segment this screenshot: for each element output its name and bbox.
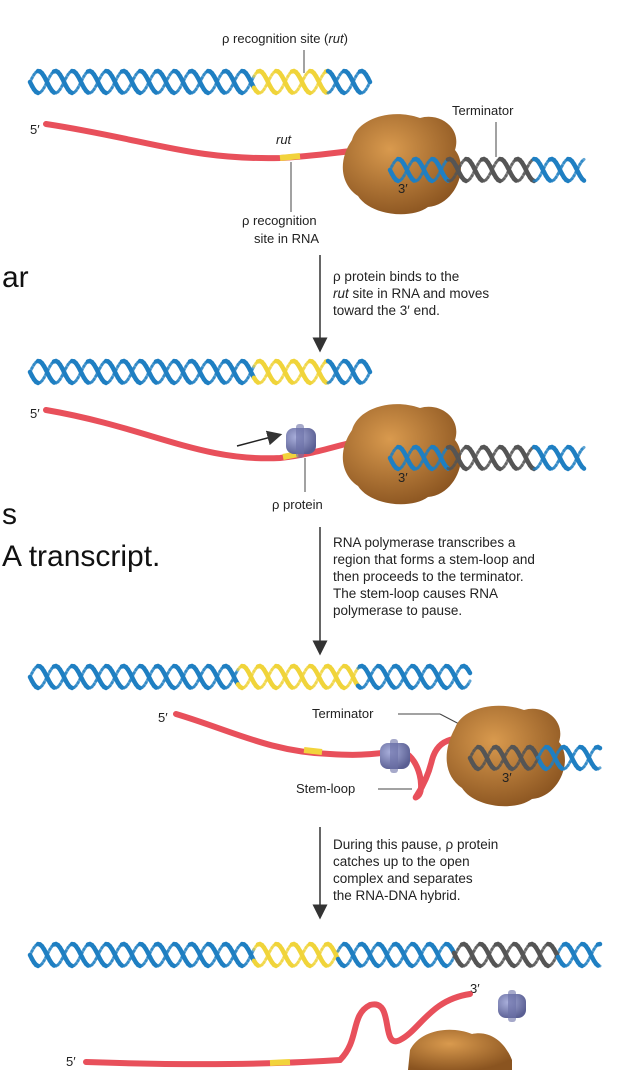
panel-2: 5′ ρ protein 3′ [27,358,587,512]
dna-helix-2 [27,358,373,386]
three-prime-label-4: 3′ [470,981,480,996]
rut-rna-label: rut [276,132,293,147]
terminator-label: Terminator [452,103,514,118]
terminator-label-3: Terminator [312,706,374,721]
released-polymerase [408,1029,512,1070]
three-prime-label-3: 3′ [502,770,512,785]
five-prime-label-4: 5′ [66,1054,76,1069]
rut-top-label: ρ recognition site (rut) [222,31,348,46]
dna-helix-1 [27,68,373,96]
rho-protein [286,424,316,458]
rna-polymerase-2 [342,404,461,505]
rna-site-label-line1: ρ recognition [242,213,317,228]
rho-protein-label: ρ protein [272,497,323,512]
three-prime-label-2: 3′ [398,470,408,485]
dna-helix-3 [27,663,473,691]
five-prime-label-2: 5′ [30,406,40,421]
slide-fragment-2: s [2,498,17,531]
slide-fragment-3: A transcript. [2,540,160,573]
open-complex-dna [387,156,587,184]
five-prime-label: 5′ [30,122,40,137]
released-rna [83,991,473,1068]
step-2-caption: RNA polymerase transcribes a region that… [333,535,535,618]
open-complex-dna-3 [467,744,603,772]
stem-loop-label: Stem-loop [296,781,355,796]
open-complex-dna-2 [387,444,587,472]
panel-4: 3′ 5′ [27,941,603,1070]
rho-protein-3 [380,739,410,773]
binding-arrow [236,430,283,447]
rna-transcript [43,121,388,162]
step-3-caption: During this pause, ρ protein catches up … [333,837,499,903]
step-1-caption: ρ protein binds to the rut site in RNA a… [333,269,490,318]
dna-helix-4 [27,941,603,969]
released-rho-protein [498,990,526,1022]
slide-fragment-1: ar [2,261,29,294]
panel-1: ρ recognition site (rut) Terminator 5′ r… [27,31,587,246]
panel-3: 5′ Terminator Stem-loop 3′ [27,663,603,807]
rna-site-label-line2: site in RNA [254,231,319,246]
five-prime-label-3: 5′ [158,710,168,725]
rna-transcript-2 [43,407,388,462]
rna-rut-segment [279,153,301,161]
three-prime-label: 3′ [398,181,408,196]
